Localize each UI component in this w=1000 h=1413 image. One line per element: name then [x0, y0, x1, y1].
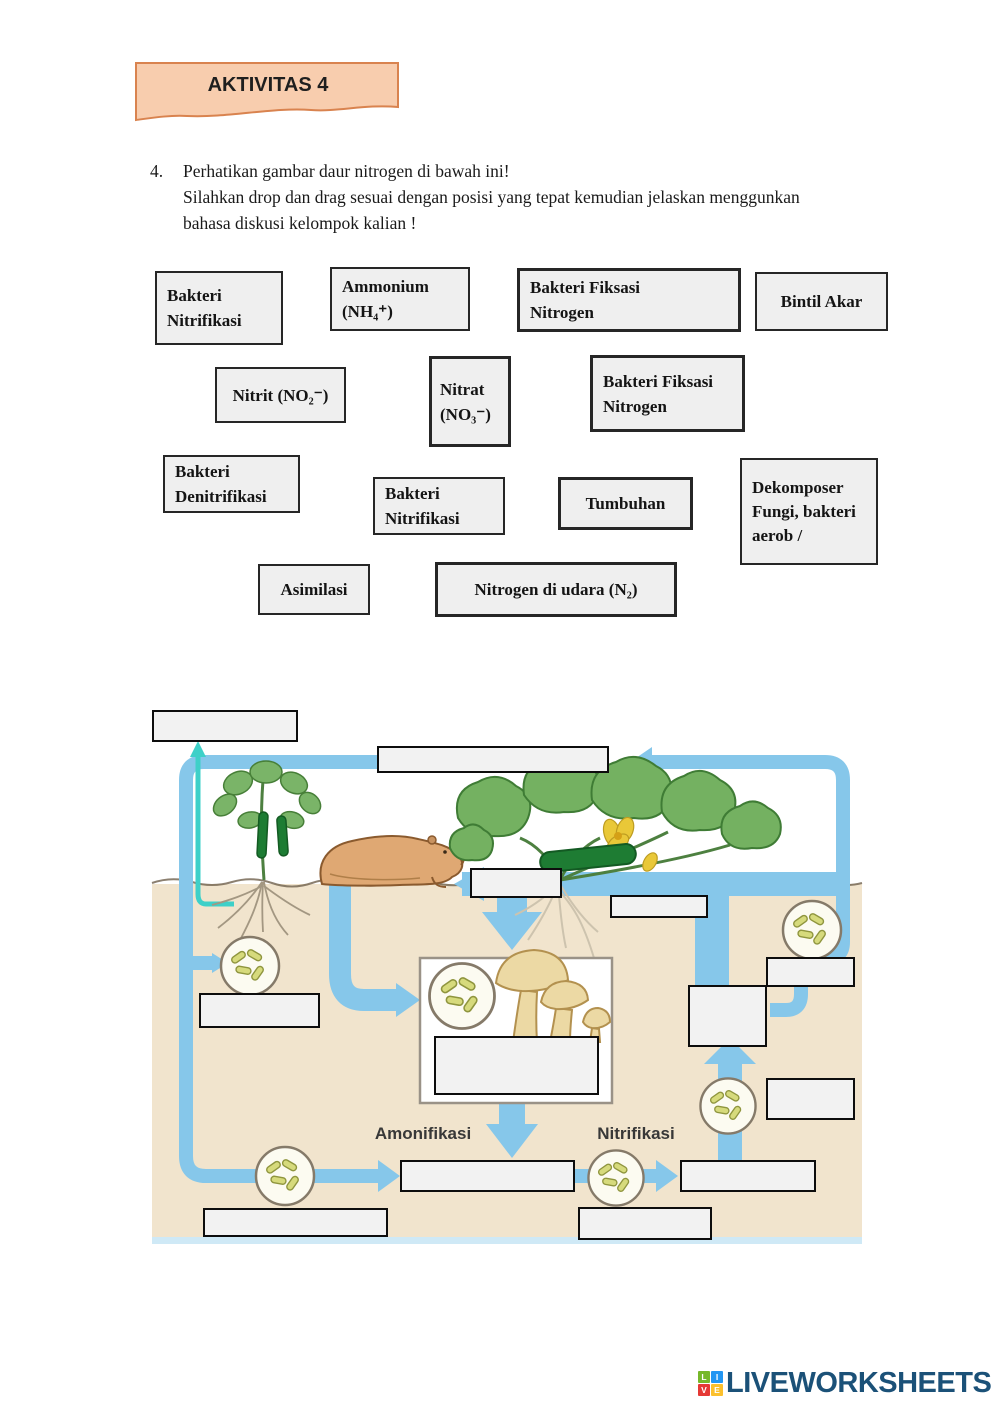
logo-tile-l: L [698, 1371, 710, 1383]
drag-label-ammonium[interactable]: Ammonium (NH₄⁺) [330, 267, 470, 331]
instructions: 4. Perhatikan gambar daur nitrogen di ba… [150, 158, 895, 236]
drop-zone-10[interactable] [400, 1160, 575, 1192]
drop-zone-2[interactable] [377, 746, 609, 773]
instruction-line-3: bahasa diskusi kelompok kalian ! [183, 213, 417, 233]
drag-label-bakteri-nitrifikasi-2[interactable]: Bakteri Nitrifikasi [373, 477, 505, 535]
drag-label-asimilasi[interactable]: Asimilasi [258, 564, 370, 615]
drag-label-bintil-akar[interactable]: Bintil Akar [755, 272, 888, 331]
drag-label-nitrogen-di-udara[interactable]: Nitrogen di udara (N₂) [435, 562, 677, 617]
left-plant-roots [211, 881, 311, 941]
liveworksheets-brand-text: LIVEWORKSHEETS [726, 1367, 992, 1399]
instruction-number: 4. [150, 161, 164, 181]
cyan-arrow [190, 741, 234, 907]
squash-plant [448, 753, 782, 882]
instruction-line-1: Perhatikan gambar daur nitrogen di bawah… [183, 161, 510, 181]
drop-zone-5[interactable] [766, 957, 855, 987]
instruction-line-2: Silahkan drop dan drag sesuai dengan pos… [183, 187, 800, 207]
process-label-amonifikasi: Amonifikasi [374, 1124, 472, 1143]
drag-label-nitrat[interactable]: Nitrat (NO₃⁻) [429, 356, 511, 447]
logo-tile-i: I [711, 1371, 723, 1383]
drop-zone-6[interactable] [688, 985, 767, 1047]
logo-tile-v: V [698, 1384, 710, 1396]
drop-zone-9[interactable] [766, 1078, 855, 1120]
drop-zone-3[interactable] [470, 868, 562, 898]
drag-label-dekomposer[interactable]: Dekomposer Fungi, bakteri aerob / [740, 458, 878, 565]
drop-zone-4[interactable] [610, 895, 708, 918]
activity-banner-shape [135, 62, 399, 122]
drop-zone-1[interactable] [152, 710, 298, 742]
drop-zone-13[interactable] [578, 1207, 712, 1240]
drop-zone-7[interactable] [199, 993, 320, 1028]
drag-label-tumbuhan[interactable]: Tumbuhan [558, 477, 693, 530]
liveworksheets-tiles: L I V E [698, 1371, 723, 1396]
drop-zone-11[interactable] [680, 1160, 816, 1192]
drag-label-bakteri-fiksasi-nitrogen-1[interactable]: Bakteri Fiksasi Nitrogen [517, 268, 741, 332]
drop-zone-8[interactable] [434, 1036, 599, 1095]
logo-tile-e: E [711, 1384, 723, 1396]
drag-label-bakteri-fiksasi-nitrogen-2[interactable]: Bakteri Fiksasi Nitrogen [590, 355, 745, 432]
left-plant [212, 760, 322, 881]
groundhog [319, 835, 465, 888]
process-label-nitrifikasi: Nitrifikasi [597, 1124, 675, 1143]
liveworksheets-logo[interactable]: L I V E LIVEWORKSHEETS [698, 1367, 992, 1399]
drag-label-nitrit[interactable]: Nitrit (NO₂⁻) [215, 367, 346, 423]
drop-zone-12[interactable] [203, 1208, 388, 1237]
drag-label-bakteri-nitrifikasi-1[interactable]: Bakteri Nitrifikasi [155, 271, 283, 345]
activity-banner-title: AKTIVITAS 4 [207, 74, 329, 96]
drag-label-bakteri-denitrifikasi[interactable]: Bakteri Denitrifikasi [163, 455, 300, 513]
